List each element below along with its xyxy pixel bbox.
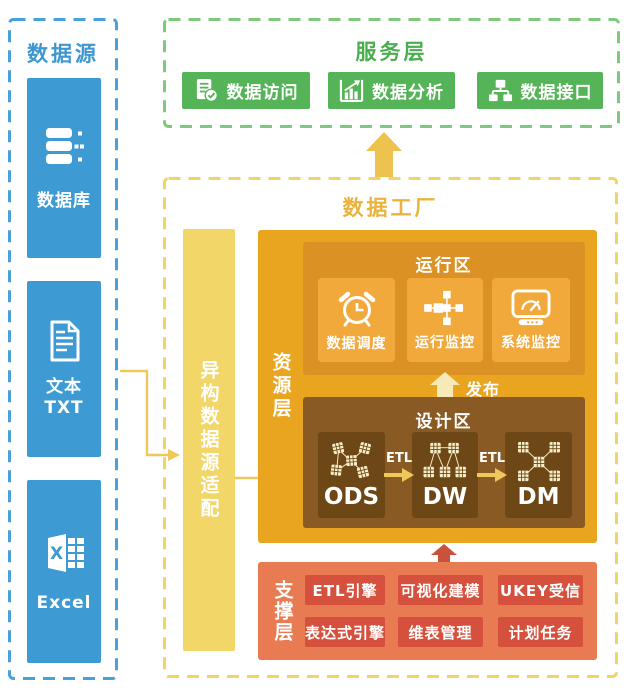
- adapter-bar: 异构数据源适配: [183, 229, 235, 651]
- run-tile-label: 运行监控: [415, 334, 475, 351]
- service-button-data-interface: 数据接口: [477, 72, 603, 109]
- run-tile-label: 数据调度: [326, 335, 387, 352]
- system-monitor-icon: [510, 288, 552, 327]
- source-box-label-cn: 文本: [46, 376, 82, 397]
- service-title: 服务层: [355, 40, 428, 64]
- support-tile-visual-modeling: 可视化建模: [398, 575, 483, 605]
- support-layer: 支撑层 ETL引擎 可视化建模 UKEY受信 表达式引擎 维表管理 计划任务: [258, 562, 597, 660]
- etl-label-2: ETL: [478, 451, 506, 466]
- run-zone-title: 运行区: [415, 256, 473, 276]
- excel-x-letter: X: [50, 544, 64, 564]
- support-to-resource-arrow: [431, 544, 457, 563]
- source-box-label: Excel: [36, 592, 92, 613]
- datasource-dashed-border: [8, 18, 118, 680]
- support-layer-label: 支撑层: [271, 579, 294, 643]
- source-box-label: 数据库: [37, 190, 91, 211]
- design-tile-label: ODS: [323, 483, 380, 510]
- resource-layer-label-wrap: 资源层: [264, 230, 298, 543]
- source-box-database: 数据库: [27, 78, 101, 258]
- design-tile-dw: DW: [412, 432, 478, 518]
- dw-tables-icon: [421, 441, 469, 483]
- design-zone: 设计区 ODS: [303, 397, 585, 528]
- source-box-label: 文本 TXT: [44, 377, 83, 420]
- publish-label: 发布: [466, 380, 501, 399]
- support-tile-scheduled-tasks: 计划任务: [498, 617, 583, 647]
- excel-icon: X: [42, 531, 86, 575]
- data-analysis-icon: [339, 78, 364, 103]
- source-box-txt: 文本 TXT: [27, 281, 101, 457]
- publish-arrow: [430, 372, 460, 399]
- run-tile-system-monitor: 系统监控: [492, 278, 570, 362]
- support-tile-expression-engine: 表达式引擎: [305, 617, 385, 647]
- factory-dashed-border: [163, 177, 618, 678]
- support-tile-dimension-mgmt: 维表管理: [398, 617, 483, 647]
- support-tile-ukey-trust: UKEY受信: [498, 575, 583, 605]
- run-tile-run-monitor: 运行监控: [407, 278, 483, 362]
- data-access-icon: [194, 78, 219, 103]
- service-button-data-access: 数据访问: [182, 72, 310, 109]
- support-layer-label-wrap: 支撑层: [266, 562, 300, 660]
- run-tile-scheduling: 数据调度: [318, 278, 395, 362]
- design-zone-title: 设计区: [415, 412, 473, 432]
- run-tile-label: 系统监控: [501, 334, 561, 351]
- resource-layer-label: 资源层: [269, 352, 292, 421]
- adapter-bar-label: 异构数据源适配: [197, 359, 220, 521]
- connector-arrowhead-into-bar: [168, 449, 180, 461]
- ods-tables-icon: [328, 440, 376, 483]
- support-tile-etl-engine: ETL引擎: [305, 575, 385, 605]
- data-interface-icon: [488, 78, 513, 103]
- alarm-clock-icon: [337, 288, 377, 328]
- datasource-title: 数据源: [27, 42, 99, 66]
- factory-title: 数据工厂: [342, 196, 439, 220]
- factory-to-service-arrow: [366, 132, 402, 177]
- etl-arrow-2: [477, 468, 507, 482]
- etl-label-1: ETL: [385, 451, 413, 466]
- etl-arrow-1: [384, 468, 414, 482]
- service-dashed-border: [163, 18, 620, 128]
- resource-layer: 资源层 运行区 数据调度: [258, 230, 597, 543]
- source-box-label-en: TXT: [44, 398, 84, 418]
- service-button-data-analysis: 数据分析: [328, 72, 455, 109]
- service-button-label: 数据接口: [520, 83, 593, 103]
- dm-tables-icon: [515, 441, 563, 483]
- source-box-excel: X Excel: [27, 480, 101, 663]
- run-zone: 运行区 数据调度: [303, 242, 585, 375]
- design-tile-ods: ODS: [318, 432, 385, 518]
- database-icon: [42, 126, 86, 168]
- service-button-label: 数据访问: [226, 83, 299, 103]
- design-tile-dm: DM: [505, 432, 572, 518]
- design-tile-label: DW: [422, 483, 468, 510]
- service-button-label: 数据分析: [372, 83, 444, 103]
- run-monitor-icon: [424, 289, 466, 327]
- design-tile-label: DM: [517, 483, 560, 510]
- text-file-icon: [42, 319, 86, 363]
